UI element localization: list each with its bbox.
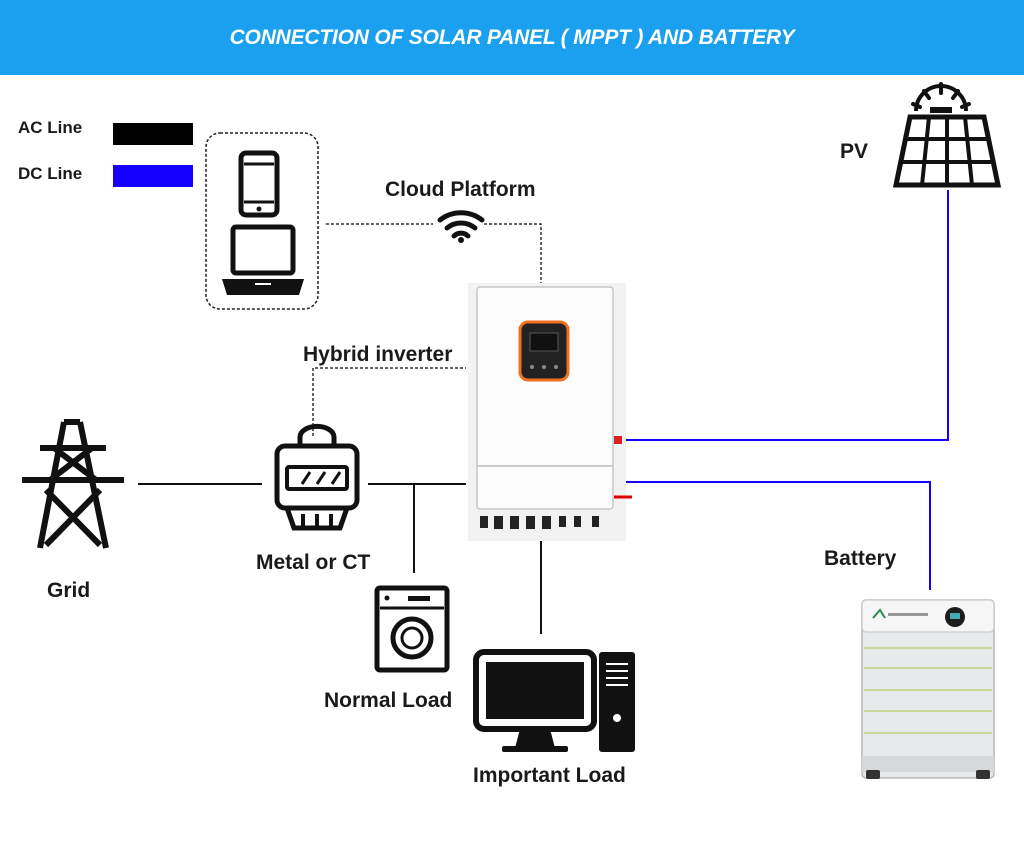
legend-ac-label: AC Line	[18, 118, 83, 137]
legend-ac-swatch	[113, 123, 193, 145]
wifi-icon	[437, 210, 485, 243]
cloud-platform-label: Cloud Platform	[385, 178, 536, 201]
devices-box	[205, 132, 319, 310]
electric-meter-icon	[274, 423, 360, 531]
washing-machine-icon	[374, 585, 450, 673]
smartphone-icon	[238, 150, 280, 218]
ac-lines	[138, 483, 542, 634]
solar-panel-icon	[892, 82, 1002, 188]
hybrid-inverter-image	[468, 283, 632, 541]
page-title: CONNECTION OF SOLAR PANEL ( MPPT ) AND B…	[229, 25, 795, 49]
pv-label: PV	[840, 140, 869, 163]
important-load-label: Important Load	[473, 764, 626, 787]
normal-load-label: Normal Load	[324, 689, 453, 712]
meter-to-inverter-comm-line	[312, 367, 466, 436]
battery-rack-image	[861, 599, 995, 779]
power-tower-icon	[22, 419, 124, 549]
title-banner: CONNECTION OF SOLAR PANEL ( MPPT ) AND B…	[0, 0, 1024, 75]
laptop-icon	[222, 224, 304, 295]
legend-dc-label: DC Line	[18, 164, 83, 183]
meter-label: Metal or CT	[256, 551, 371, 574]
wifi-to-inverter-line	[484, 223, 542, 284]
hybrid-inverter-label: Hybrid inverter	[303, 343, 453, 366]
battery-dc-line	[620, 481, 931, 590]
pv-dc-line	[620, 190, 949, 441]
desktop-computer-icon	[473, 649, 635, 752]
battery-label: Battery	[824, 547, 897, 570]
comm-lines	[312, 223, 542, 436]
grid-label: Grid	[47, 579, 91, 602]
dc-lines	[620, 190, 949, 590]
legend-dc-swatch	[113, 165, 193, 187]
